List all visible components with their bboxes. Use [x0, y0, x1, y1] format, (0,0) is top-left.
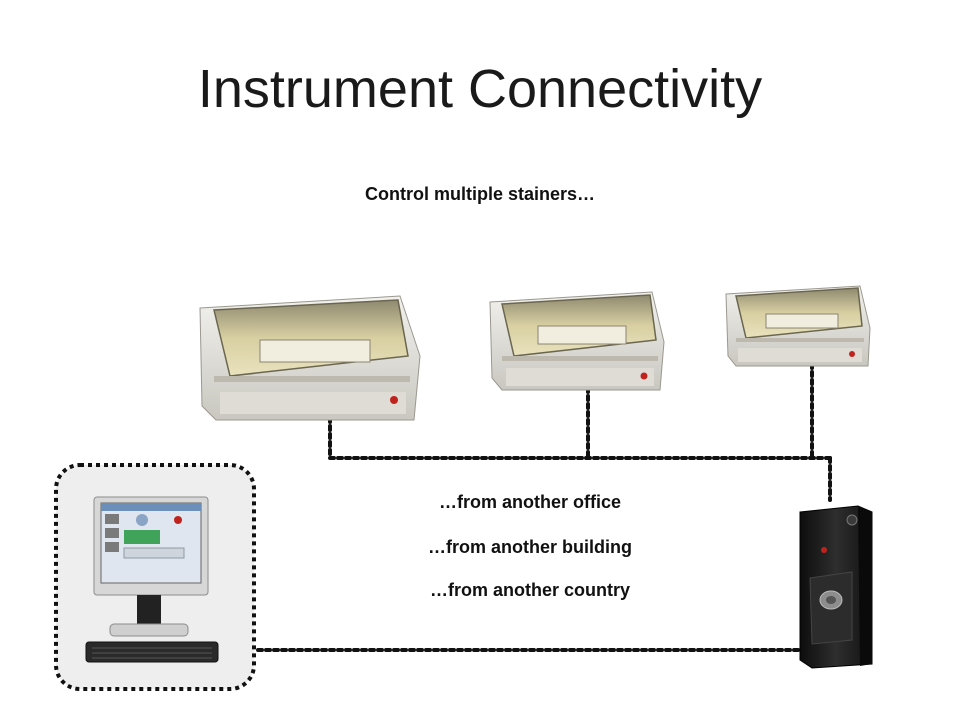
stainer-logo-icon: [849, 351, 855, 357]
tower-server[interactable]: [799, 505, 873, 669]
power-button-icon: [846, 514, 858, 526]
slide-title: Instrument Connectivity: [197, 59, 763, 119]
remote-line-office: …from another office: [438, 492, 621, 512]
stainer-1[interactable]: [199, 295, 421, 421]
stainer-logo-icon: [640, 372, 648, 380]
stainer-2[interactable]: [489, 291, 665, 391]
server-logo-icon: [821, 547, 827, 553]
slide-subtitle: Control multiple stainers…: [364, 184, 596, 204]
network-connections: [256, 362, 832, 652]
remote-line-country: …from another country: [429, 580, 630, 600]
keyboard-icon: [85, 641, 219, 663]
stainer-3[interactable]: [725, 285, 871, 367]
remote-line-building: …from another building: [428, 537, 632, 557]
connector-stainer-1: [328, 408, 832, 460]
stainer-logo-icon: [390, 396, 398, 404]
workstation[interactable]: [54, 463, 256, 691]
